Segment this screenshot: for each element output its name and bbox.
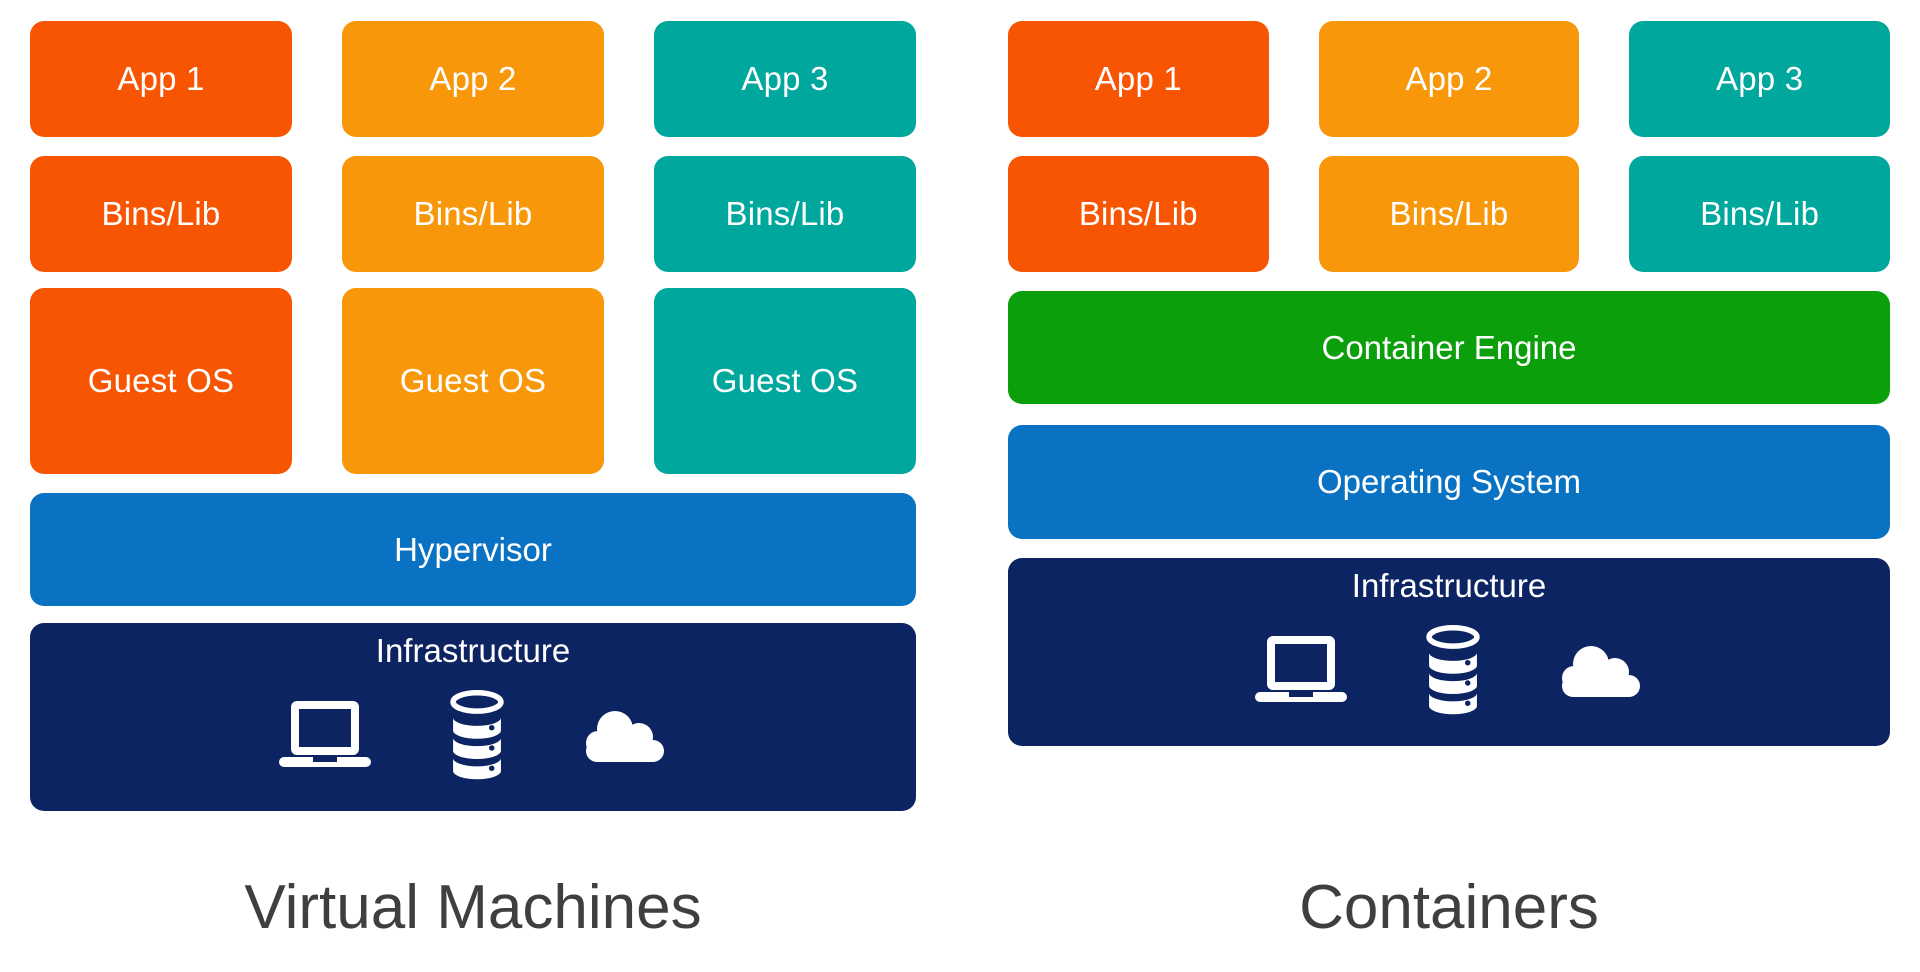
vm-guestos3-box: Guest OS: [654, 288, 916, 474]
containers-caption: Containers: [1299, 873, 1599, 942]
vm-bins1-box: Bins/Lib: [30, 156, 292, 272]
ct-bins3-box: Bins/Lib: [1629, 156, 1890, 272]
vm-infrastructure-bar: Infrastructure: [30, 623, 916, 811]
operating-system-bar: Operating System: [1008, 425, 1890, 539]
ct-app-row: App 1 App 2 App 3: [1008, 21, 1890, 137]
vm-infrastructure-label: Infrastructure: [375, 632, 571, 669]
ct-app1-box: App 1: [1008, 21, 1269, 137]
vm-bins-row: Bins/Lib Bins/Lib Bins/Lib: [30, 156, 916, 272]
vm-guestos2-box: Guest OS: [342, 288, 604, 474]
ct-infrastructure-label: Infrastructure: [1351, 567, 1547, 604]
laptop-icon: [279, 701, 371, 767]
ct-bins2-box: Bins/Lib: [1318, 156, 1580, 272]
cloud-icon: [586, 711, 664, 762]
operating-system-label: Operating System: [1316, 463, 1582, 500]
ct-app3-box: App 3: [1629, 21, 1890, 137]
containers-panel: App 1 App 2 App 3 Bins/Lib Bins/Lib Bins…: [1008, 21, 1890, 746]
vm-guestos-row: Guest OS Guest OS Guest OS: [30, 288, 916, 474]
ct-bins-row: Bins/Lib Bins/Lib Bins/Lib: [1008, 156, 1890, 272]
database-icon: [450, 690, 504, 780]
vm-app-row: App 1 App 2 App 3: [30, 21, 916, 137]
laptop-icon: [1255, 636, 1347, 702]
database-icon: [1426, 625, 1480, 715]
vm-guestos1-box: Guest OS: [30, 288, 292, 474]
cloud-icon: [1562, 646, 1640, 697]
vm-app2-box: App 2: [342, 21, 604, 137]
hypervisor-label: Hypervisor: [394, 530, 552, 568]
vm-bins3-box: Bins/Lib: [654, 156, 916, 272]
hypervisor-bar: Hypervisor: [30, 493, 916, 606]
vm-bins2-box: Bins/Lib: [342, 156, 604, 272]
ct-bins1-box: Bins/Lib: [1008, 156, 1269, 272]
vm-app3-box: App 3: [654, 21, 916, 137]
container-engine-label: Container Engine: [1321, 328, 1577, 366]
ct-app2-box: App 2: [1318, 21, 1580, 137]
ct-infrastructure-bar: Infrastructure: [1008, 558, 1890, 746]
vm-panel: App 1 App 2 App 3 Bins/Lib Bins/Lib Bins…: [30, 21, 916, 811]
vm-infrastructure-icons: [277, 671, 669, 811]
ct-infrastructure-icons: [1253, 606, 1645, 746]
vm-app1-box: App 1: [30, 21, 292, 137]
container-engine-bar: Container Engine: [1008, 291, 1890, 404]
vm-caption: Virtual Machines: [244, 873, 702, 942]
